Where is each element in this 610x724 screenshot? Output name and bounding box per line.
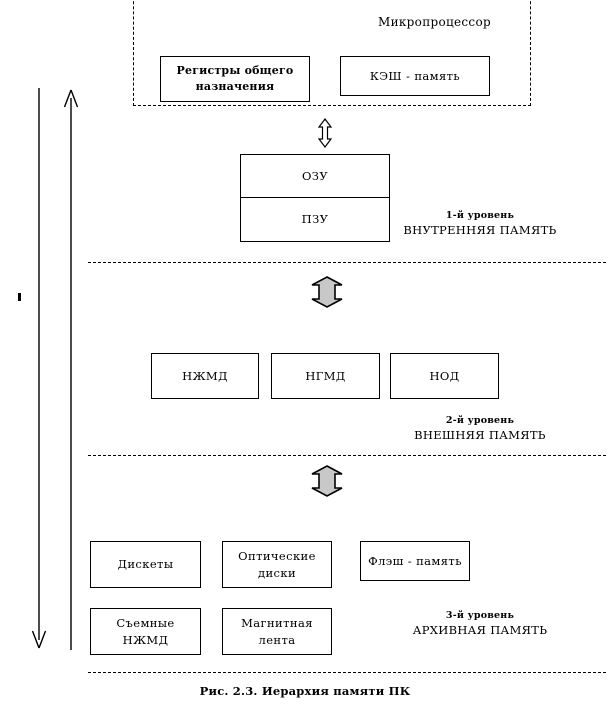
block-cache-memory: КЭШ - память bbox=[340, 56, 490, 96]
block-label-line-1: НЖМД bbox=[182, 368, 228, 383]
microprocessor-label: Микропроцессор bbox=[378, 15, 491, 29]
block-ram: ОЗУ bbox=[241, 155, 389, 199]
block-label-line-1: Регистры общего bbox=[176, 64, 294, 77]
level-1-caption: 1-й уровень ВНУТРЕННЯЯ ПАМЯТЬ bbox=[385, 208, 575, 238]
block-label-line-2: диски bbox=[257, 565, 297, 580]
microprocessor-group-border bbox=[133, 0, 531, 106]
block-label-line-1: НОД bbox=[429, 368, 460, 383]
block-label-line-2: назначения bbox=[195, 80, 275, 93]
block-flash-memory: Флэш - память bbox=[360, 541, 470, 581]
block-label-line-1: ОЗУ bbox=[301, 168, 329, 183]
block-label-line-1: НГМД bbox=[305, 368, 346, 383]
block-label-line-1: Флэш - память bbox=[368, 553, 462, 568]
level-divider-3 bbox=[88, 672, 606, 673]
level-1-number: 1-й уровень bbox=[445, 210, 515, 221]
level-3-number: 3-й уровень bbox=[445, 610, 515, 621]
block-label-line-1: Магнитная bbox=[241, 615, 313, 630]
block-hard-disk-drive: НЖМД bbox=[151, 353, 259, 399]
block-label-line-1: Съемные bbox=[116, 615, 175, 630]
block-optical-drive: НОД bbox=[390, 353, 499, 399]
level-2-name: ВНЕШНЯЯ ПАМЯТЬ bbox=[414, 428, 546, 442]
level-3-caption: 3-й уровень АРХИВНАЯ ПАМЯТЬ bbox=[385, 608, 575, 638]
decreasing-speed-arrow-icon bbox=[31, 88, 47, 649]
figure-caption: Рис. 2.3. Иерархия памяти ПК bbox=[199, 684, 411, 698]
block-rom: ПЗУ bbox=[241, 198, 389, 241]
block-label-line-1: ПЗУ bbox=[301, 212, 329, 226]
block-magnetic-tape: Магнитная лента bbox=[222, 608, 332, 655]
level-3-name: АРХИВНАЯ ПАМЯТЬ bbox=[412, 623, 548, 637]
block-floppy-disk-drive: НГМД bbox=[271, 353, 380, 399]
block-removable-hdd: Съемные НЖМД bbox=[90, 608, 201, 655]
block-label-line-1: КЭШ - память bbox=[369, 68, 461, 83]
level-2-number: 2-й уровень bbox=[445, 415, 515, 426]
block-optical-disks: Оптические диски bbox=[222, 541, 332, 588]
bidirectional-arrow-level1-level2-icon bbox=[311, 276, 343, 308]
level-divider-2 bbox=[88, 455, 606, 456]
increasing-capacity-arrow-icon bbox=[63, 89, 79, 650]
block-label-line-2: лента bbox=[258, 632, 296, 647]
block-label-line-1: Дискеты bbox=[117, 557, 174, 571]
level-2-caption: 2-й уровень ВНЕШНЯЯ ПАМЯТЬ bbox=[385, 413, 575, 443]
block-label-line-2: НЖМД bbox=[122, 632, 169, 647]
level-divider-1 bbox=[88, 262, 606, 263]
stray-ink-mark bbox=[18, 293, 21, 301]
block-general-purpose-registers: Регистры общего назначения bbox=[160, 56, 310, 102]
bidirectional-arrow-level2-level3-icon bbox=[311, 465, 343, 497]
level-1-name: ВНУТРЕННЯЯ ПАМЯТЬ bbox=[403, 223, 557, 237]
bidirectional-arrow-cpu-memory-icon bbox=[317, 118, 333, 148]
block-label-line-1: Оптические bbox=[238, 548, 316, 563]
internal-memory-block: ОЗУ ПЗУ bbox=[240, 154, 390, 242]
block-diskettes: Дискеты bbox=[90, 541, 201, 588]
